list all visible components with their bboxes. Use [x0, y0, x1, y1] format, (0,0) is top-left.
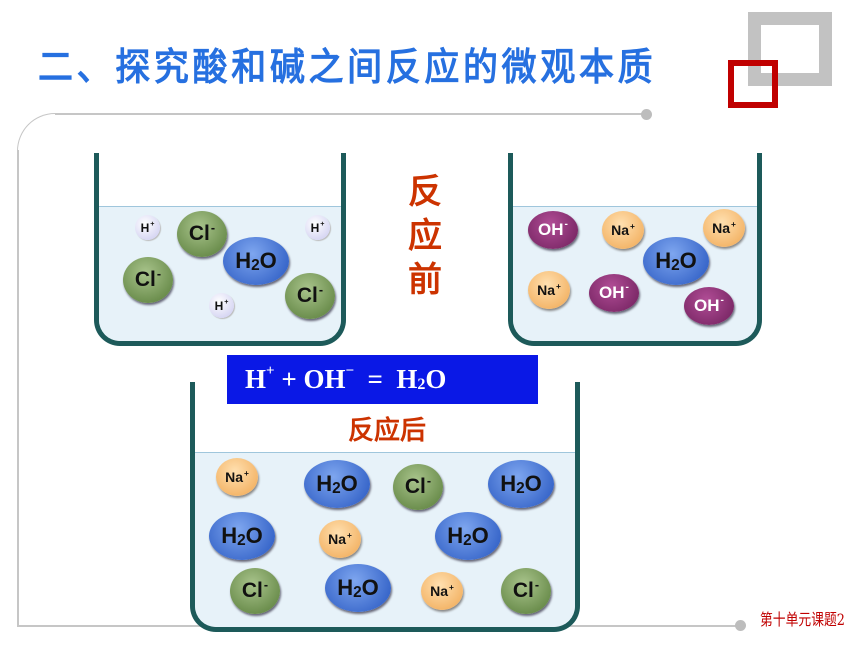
footer-label: 第十单元课题2 [760, 610, 845, 629]
frame-top-line [55, 113, 645, 115]
oh-ion: OH- [589, 274, 639, 312]
cl-ion: Cl- [393, 464, 443, 510]
na-ion: Na+ [319, 520, 361, 558]
h-ion: H+ [209, 293, 234, 318]
na-ion: Na+ [703, 209, 745, 247]
frame-top-dot [641, 109, 652, 120]
na-ion: Na+ [216, 458, 258, 496]
frame-bottom-dot [735, 620, 746, 631]
oh-ion: OH- [528, 211, 578, 249]
cl-ion: Cl- [501, 568, 551, 614]
red-square-decoration [728, 60, 778, 108]
gray-square-decoration [748, 12, 832, 86]
h-ion: H+ [135, 215, 160, 240]
cl-ion: Cl- [123, 257, 173, 303]
before-reaction-label: 反应前 [408, 172, 442, 300]
frame-left-line [17, 150, 19, 625]
na-ion: Na+ [421, 572, 463, 610]
cl-ion: Cl- [285, 273, 335, 319]
na-ion: Na+ [602, 211, 644, 249]
cl-ion: Cl- [177, 211, 227, 257]
oh-ion: OH- [684, 287, 734, 325]
h-ion: H+ [305, 215, 330, 240]
cl-ion: Cl- [230, 568, 280, 614]
na-ion: Na+ [528, 271, 570, 309]
slide-title: 二、探究酸和碱之间反应的微观本质 [38, 45, 657, 89]
after-reaction-label: 反应后 [347, 416, 426, 446]
frame-corner [17, 113, 57, 153]
